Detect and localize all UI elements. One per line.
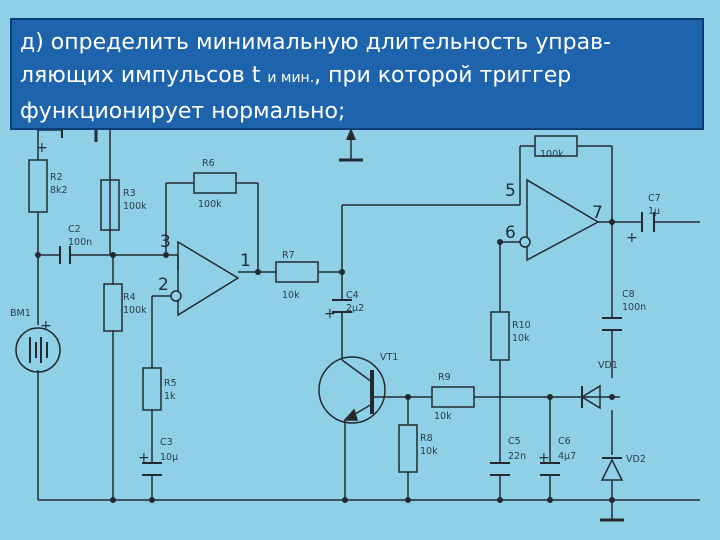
label-R2-name: R2 — [50, 172, 63, 183]
resistor-R6 — [193, 172, 237, 194]
label-R4-name: R4 — [123, 292, 136, 303]
task-line-2: ляющих импульсов t и мин., при которой т… — [20, 59, 696, 95]
label-R5-value: 1k — [164, 391, 176, 402]
resistor-top — [534, 135, 578, 157]
diode-VD2 — [600, 458, 624, 481]
pin-6: 6 — [505, 223, 516, 243]
label-R6-name: R6 — [202, 158, 215, 169]
resistor-R5 — [142, 367, 162, 411]
resistor-R10 — [490, 311, 510, 361]
junction-dots — [35, 219, 615, 503]
transistor-VT1 — [318, 356, 386, 424]
label-BM1: BM1 — [10, 308, 31, 319]
resistor-R4 — [103, 283, 123, 332]
pin-7: 7 — [592, 203, 603, 223]
ground-symbols — [339, 158, 624, 522]
label-R3-value: 100k — [123, 201, 147, 212]
label-R7-name: R7 — [282, 250, 295, 261]
label-C5-value: 22n — [508, 451, 526, 462]
resistor-R9 — [431, 386, 475, 408]
label-R9-name: R9 — [438, 372, 451, 383]
diode-VD1 — [580, 384, 601, 410]
task-line-2-end: , при которой триггер — [314, 63, 572, 88]
label-C8-name: C8 — [622, 289, 635, 300]
label-C7-value: 1μ — [648, 206, 660, 217]
label-C7-name: C7 — [648, 193, 661, 204]
label-VD1: VD1 — [598, 360, 618, 371]
label-C2-value: 100n — [68, 237, 92, 248]
label-R6-value: 100k — [198, 199, 222, 210]
label-C6-name: C6 — [558, 436, 571, 447]
plus-mark-c7: + — [626, 230, 638, 246]
diodes — [580, 384, 624, 481]
label-R2-value: 8k2 — [50, 185, 68, 196]
task-text: д) определить минимальную длительность у… — [20, 26, 696, 128]
label-R5-name: R5 — [164, 378, 177, 389]
plus-mark-c4: + — [324, 306, 336, 322]
plus-mark-bm1: + — [40, 318, 52, 334]
label-R8-value: 10k — [420, 446, 438, 457]
label-R4-value: 100k — [123, 305, 147, 316]
label-R9-value: 10k — [434, 411, 452, 422]
pin-2: 2 — [158, 275, 169, 295]
plus-mark-c3: + — [138, 450, 150, 466]
label-R8-name: R8 — [420, 433, 433, 444]
opamp-2 — [519, 178, 600, 262]
label-VD2: VD2 — [626, 454, 646, 465]
label-Rtop-value: 100k — [540, 149, 564, 160]
label-R7-value: 10k — [282, 290, 300, 301]
pin-1: 1 — [240, 251, 251, 271]
task-line-3: функционирует нормально; — [20, 99, 346, 124]
pin-5: 5 — [505, 181, 516, 201]
wires — [37, 129, 700, 520]
label-R3-name: R3 — [123, 188, 136, 199]
plus-mark-top: + — [36, 140, 48, 156]
resistor-R7 — [275, 261, 319, 283]
label-R10-value: 10k — [512, 333, 530, 344]
microphone-BM1 — [15, 327, 61, 373]
task-line-2-start: ляющих импульсов t — [20, 63, 261, 88]
label-R10-name: R10 — [512, 320, 531, 331]
supply-arrow — [346, 128, 356, 140]
task-banner: д) определить минимальную длительность у… — [10, 18, 704, 130]
resistor-R2 — [28, 159, 48, 213]
resistor-R3 — [100, 179, 120, 231]
opamp-1 — [170, 240, 240, 317]
label-C4-value: 2μ2 — [346, 303, 364, 314]
resistors — [28, 135, 578, 473]
label-C3-value: 10μ — [160, 452, 178, 463]
label-C5-name: C5 — [508, 436, 521, 447]
task-line-1: д) определить минимальную длительность у… — [20, 30, 612, 55]
label-VT1: VT1 — [380, 352, 398, 363]
label-C3-name: C3 — [160, 437, 173, 448]
resistor-R8 — [398, 424, 418, 473]
label-C2-name: C2 — [68, 224, 81, 235]
pin-3: 3 — [160, 232, 171, 252]
label-C8-value: 100n — [622, 302, 646, 313]
label-C6-value: 4μ7 — [558, 451, 576, 462]
task-subscript: и мин. — [267, 70, 315, 86]
label-C4-name: C4 — [346, 290, 359, 301]
plus-mark-c6: + — [538, 450, 550, 466]
